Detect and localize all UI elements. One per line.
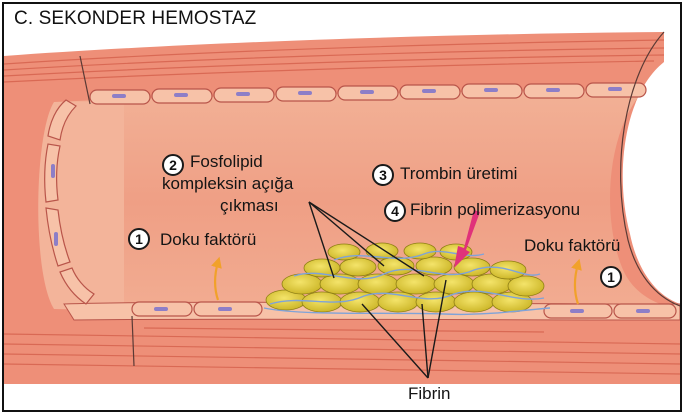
tissue-factor-right-label: Doku faktörü [524, 236, 620, 256]
step-1-left-badge: 1 [128, 228, 150, 250]
diagram-frame: C. SEKONDER HEMOSTAZ [2, 2, 682, 412]
step-2-badge: 2 [162, 154, 184, 176]
step-3-label: Trombin üretimi [400, 164, 517, 184]
step-1-right-badge: 1 [600, 266, 622, 288]
step-3-badge: 3 [372, 164, 394, 186]
step-2-label-line3: çıkması [220, 196, 279, 216]
fibrin-label: Fibrin [408, 384, 451, 404]
step-2-label-line2: kompleksin açığa [162, 174, 293, 194]
step-4-badge: 4 [384, 200, 406, 222]
step-4-label: Fibrin polimerizasyonu [410, 200, 580, 220]
step-2-label-line1: Fosfolipid [190, 152, 263, 172]
tissue-factor-left-label: Doku faktörü [160, 230, 256, 250]
